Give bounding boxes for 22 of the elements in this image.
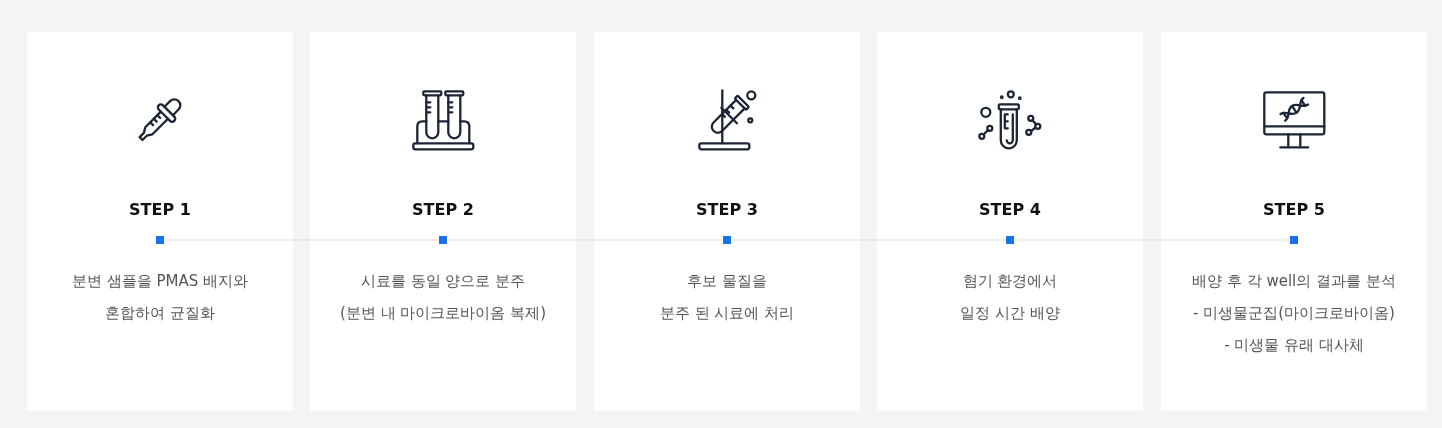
step-description: 배양 후 각 well의 결과를 분석 bbox=[1192, 271, 1396, 292]
step-description: 분변 샘플을 PMAS 배지와 혼합하여 균질화 bbox=[71, 271, 249, 324]
step-description: - 미생물 유래 대사체 bbox=[1224, 335, 1364, 356]
timeline-marker bbox=[1290, 236, 1298, 244]
step-card bbox=[877, 32, 1143, 411]
step-card bbox=[594, 32, 860, 411]
step-description: 시료를 동일 양으로 분주 (분변 내 마이크로바이옴 복제) bbox=[340, 271, 546, 324]
timeline-marker bbox=[156, 236, 164, 244]
step-card bbox=[27, 32, 293, 411]
step-description: 혐기 환경에서 일정 시간 배양 bbox=[960, 271, 1060, 324]
step-card bbox=[310, 32, 576, 411]
step-card bbox=[1161, 32, 1427, 411]
step-title: STEP 1 bbox=[129, 200, 191, 220]
step-title: STEP 5 bbox=[1263, 200, 1325, 220]
timeline-marker bbox=[723, 236, 731, 244]
step-description: 후보 물질을 분주 된 시료에 처리 bbox=[659, 271, 795, 324]
step-title: STEP 3 bbox=[696, 200, 758, 220]
step-description: - 미생물군집(마이크로바이옴) bbox=[1193, 303, 1395, 324]
step-title: STEP 4 bbox=[979, 200, 1041, 220]
step-title: STEP 2 bbox=[412, 200, 474, 220]
timeline-marker bbox=[1006, 236, 1014, 244]
timeline-marker bbox=[439, 236, 447, 244]
